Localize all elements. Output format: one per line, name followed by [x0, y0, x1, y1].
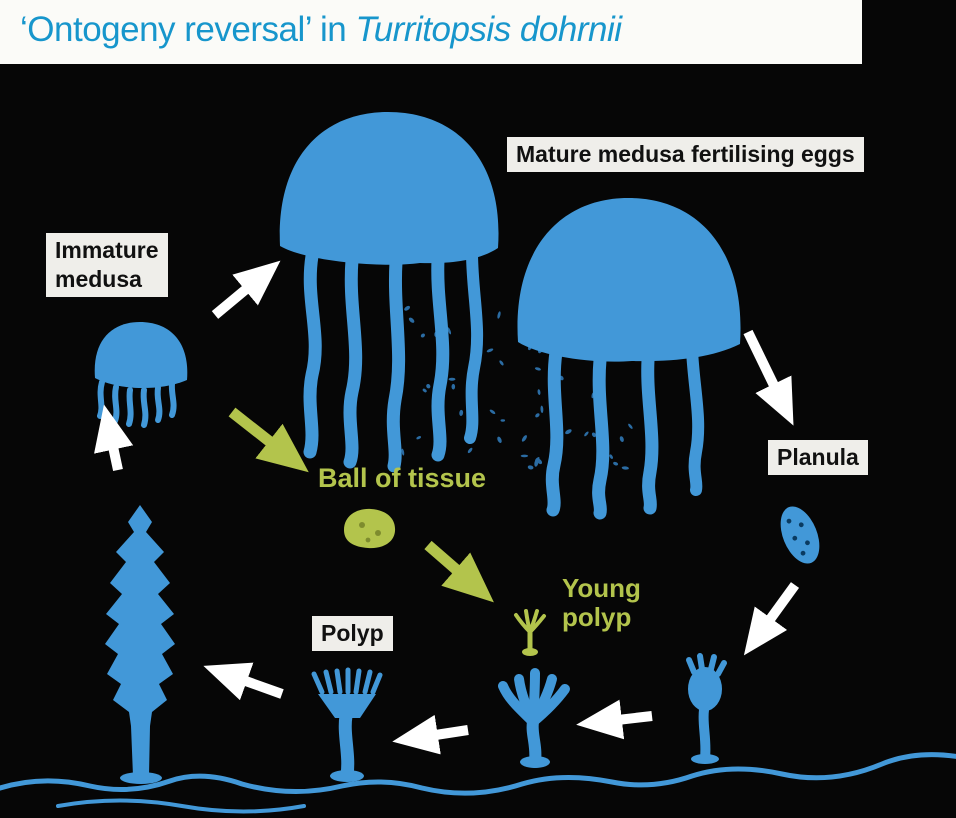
label-immature-line2: medusa: [55, 265, 142, 292]
seafloor-line: [0, 752, 956, 814]
arrow-settling-to-hand-polyp: [576, 699, 653, 740]
arrow-hand-to-crown-polyp: [392, 714, 469, 755]
label-immature-line1: Immature: [55, 237, 159, 263]
arrow-medusa-to-planula: [743, 329, 794, 426]
header-band: [0, 0, 956, 64]
crown-polyp-shape: [311, 667, 383, 782]
arrow-medusa-to-tissue: [228, 407, 309, 473]
large-medusa-shape: [279, 112, 499, 473]
label-planula: Planula: [768, 440, 868, 475]
young-polyp-shape: [514, 609, 546, 656]
arrows: [94, 260, 800, 755]
arrow-tissue-to-young-polyp: [424, 540, 494, 603]
arrow-colony-to-immature: [94, 404, 134, 472]
label-young-line1: Young: [562, 573, 641, 603]
arrow-crown-to-colony: [203, 662, 284, 701]
ball-of-tissue-shape: [344, 508, 396, 549]
label-ball-of-tissue: Ball of tissue: [318, 463, 487, 493]
arrow-planula-to-settling: [743, 582, 800, 656]
header-dark-corner: [862, 0, 956, 64]
polyp-colony-shape: [105, 505, 175, 784]
settling-polyp-shape: [686, 653, 727, 764]
label-young-line2: polyp: [562, 601, 632, 632]
label-young-polyp: Young polyp: [562, 574, 641, 631]
label-polyp: Polyp: [312, 616, 393, 651]
mature-medusa-shape: [517, 198, 741, 520]
planula-shape: [780, 506, 820, 564]
title-species: Turritopsis dohrnii: [355, 10, 622, 49]
hand-polyp-shape: [498, 668, 570, 768]
label-immature-medusa: Immature medusa: [46, 233, 168, 297]
page-title: ‘Ontogeny reversal’ in Turritopsis dohrn…: [20, 10, 622, 50]
title-prefix: ‘Ontogeny reversal’ in: [20, 10, 356, 49]
arrow-immature-to-medusa: [211, 260, 281, 319]
immature-medusa-shape: [94, 322, 188, 428]
label-mature-medusa: Mature medusa fertilising eggs: [507, 137, 864, 172]
